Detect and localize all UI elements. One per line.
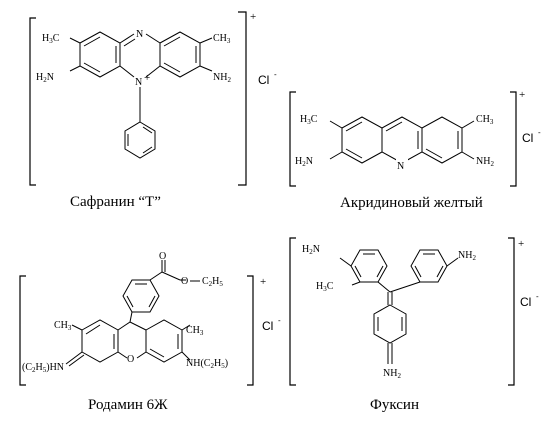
acridine-amino-left: H2N bbox=[295, 156, 313, 168]
svg-text:H2N: H2N bbox=[302, 244, 320, 256]
acridine-methyl-left: H3C bbox=[300, 114, 318, 126]
rhodamine-carbonyl-o: O bbox=[159, 251, 166, 262]
svg-text:-: - bbox=[274, 70, 277, 79]
safranin-n-bottom: N bbox=[135, 77, 142, 88]
svg-text:Cl: Cl bbox=[522, 131, 533, 145]
rhodamine-structure: + Cl - O O C2H5 O bbox=[19, 251, 281, 386]
safranin-bracket-left bbox=[29, 17, 36, 186]
fuchsin-amino-top-right: NH2 bbox=[458, 250, 476, 262]
fuchsin-amino-top-left: H2N bbox=[302, 244, 320, 256]
rhodamine-bracket-left bbox=[19, 275, 26, 386]
fuchsin-structure: + Cl - H2N H3C bbox=[289, 237, 539, 386]
svg-text:(C2H5)HN: (C2H5)HN bbox=[22, 362, 64, 374]
svg-text:NH2: NH2 bbox=[213, 72, 231, 84]
svg-text:H3C: H3C bbox=[42, 33, 60, 45]
safranin-structure: + Cl - N N + bbox=[29, 11, 277, 186]
svg-text:H3C: H3C bbox=[300, 114, 318, 126]
safranin-bracket-right bbox=[238, 11, 247, 186]
svg-text:-: - bbox=[536, 292, 539, 301]
fuchsin-name: Фуксин bbox=[370, 397, 419, 413]
acridine-amino-right: NH2 bbox=[476, 156, 494, 168]
rhodamine-charge: + bbox=[260, 276, 266, 288]
svg-text:H2N: H2N bbox=[36, 72, 54, 84]
svg-text:NH2: NH2 bbox=[383, 368, 401, 380]
rhodamine-methyl-right: CH3 bbox=[186, 325, 204, 337]
safranin-amino-right: NH2 bbox=[213, 72, 231, 84]
rhodamine-ring-o: O bbox=[127, 354, 134, 365]
acridine-methyl-right: CH3 bbox=[476, 114, 494, 126]
acridine-bracket-right bbox=[510, 91, 517, 187]
svg-text:Cl: Cl bbox=[262, 319, 273, 333]
fuchsin-bracket-left bbox=[289, 237, 296, 386]
svg-text:-: - bbox=[278, 316, 281, 325]
acridine-yellow-structure: + Cl - N H3C H2N CH3 NH2 bbox=[289, 89, 541, 187]
svg-text:NH2: NH2 bbox=[458, 250, 476, 262]
svg-text:H3C: H3C bbox=[316, 281, 334, 293]
fuchsin-imino-bottom: NH2 bbox=[383, 368, 401, 380]
safranin-name: Сафранин “Т” bbox=[70, 194, 161, 210]
rhodamine-amino-right: NH(C2H5) bbox=[186, 358, 228, 370]
safranin-methyl-right: CH3 bbox=[213, 33, 231, 45]
rhodamine-bracket-right bbox=[247, 275, 254, 386]
svg-text:-: - bbox=[538, 128, 541, 137]
rhodamine-counterion: Cl - bbox=[262, 316, 281, 333]
fuchsin-bracket-right bbox=[508, 237, 515, 386]
acridine-name: Акридиновый желтый bbox=[340, 195, 483, 211]
rhodamine-name: Родамин 6Ж bbox=[88, 397, 168, 413]
safranin-n-top: N bbox=[136, 29, 143, 40]
svg-text:H2N: H2N bbox=[295, 156, 313, 168]
svg-text:C2H5: C2H5 bbox=[202, 276, 223, 288]
acridine-bracket-left bbox=[289, 91, 296, 187]
svg-text:CH3: CH3 bbox=[213, 33, 231, 45]
fuchsin-counterion: Cl - bbox=[520, 292, 539, 309]
fuchsin-charge: + bbox=[518, 238, 524, 250]
svg-text:CH3: CH3 bbox=[54, 320, 72, 332]
safranin-methyl-left: H3C bbox=[42, 33, 60, 45]
acridine-charge: + bbox=[519, 89, 525, 101]
safranin-amino-left: H2N bbox=[36, 72, 54, 84]
svg-text:CH3: CH3 bbox=[476, 114, 494, 126]
rhodamine-ester-alkyl: C2H5 bbox=[202, 276, 223, 288]
svg-text:NH2: NH2 bbox=[476, 156, 494, 168]
svg-text:Cl: Cl bbox=[520, 295, 531, 309]
fuchsin-methyl: H3C bbox=[316, 281, 334, 293]
safranin-charge: + bbox=[250, 11, 256, 23]
svg-text:NH(C2H5): NH(C2H5) bbox=[186, 358, 228, 370]
svg-text:CH3: CH3 bbox=[186, 325, 204, 337]
svg-text:O: O bbox=[181, 276, 188, 287]
rhodamine-methyl-left: CH3 bbox=[54, 320, 72, 332]
acridine-n: N bbox=[397, 161, 404, 172]
rhodamine-amino-left: (C2H5)HN bbox=[22, 362, 64, 374]
acridine-counterion: Cl - bbox=[522, 128, 541, 145]
svg-text:Cl: Cl bbox=[258, 73, 269, 87]
safranin-counterion: Cl - bbox=[258, 70, 277, 87]
svg-text:+: + bbox=[144, 72, 150, 84]
